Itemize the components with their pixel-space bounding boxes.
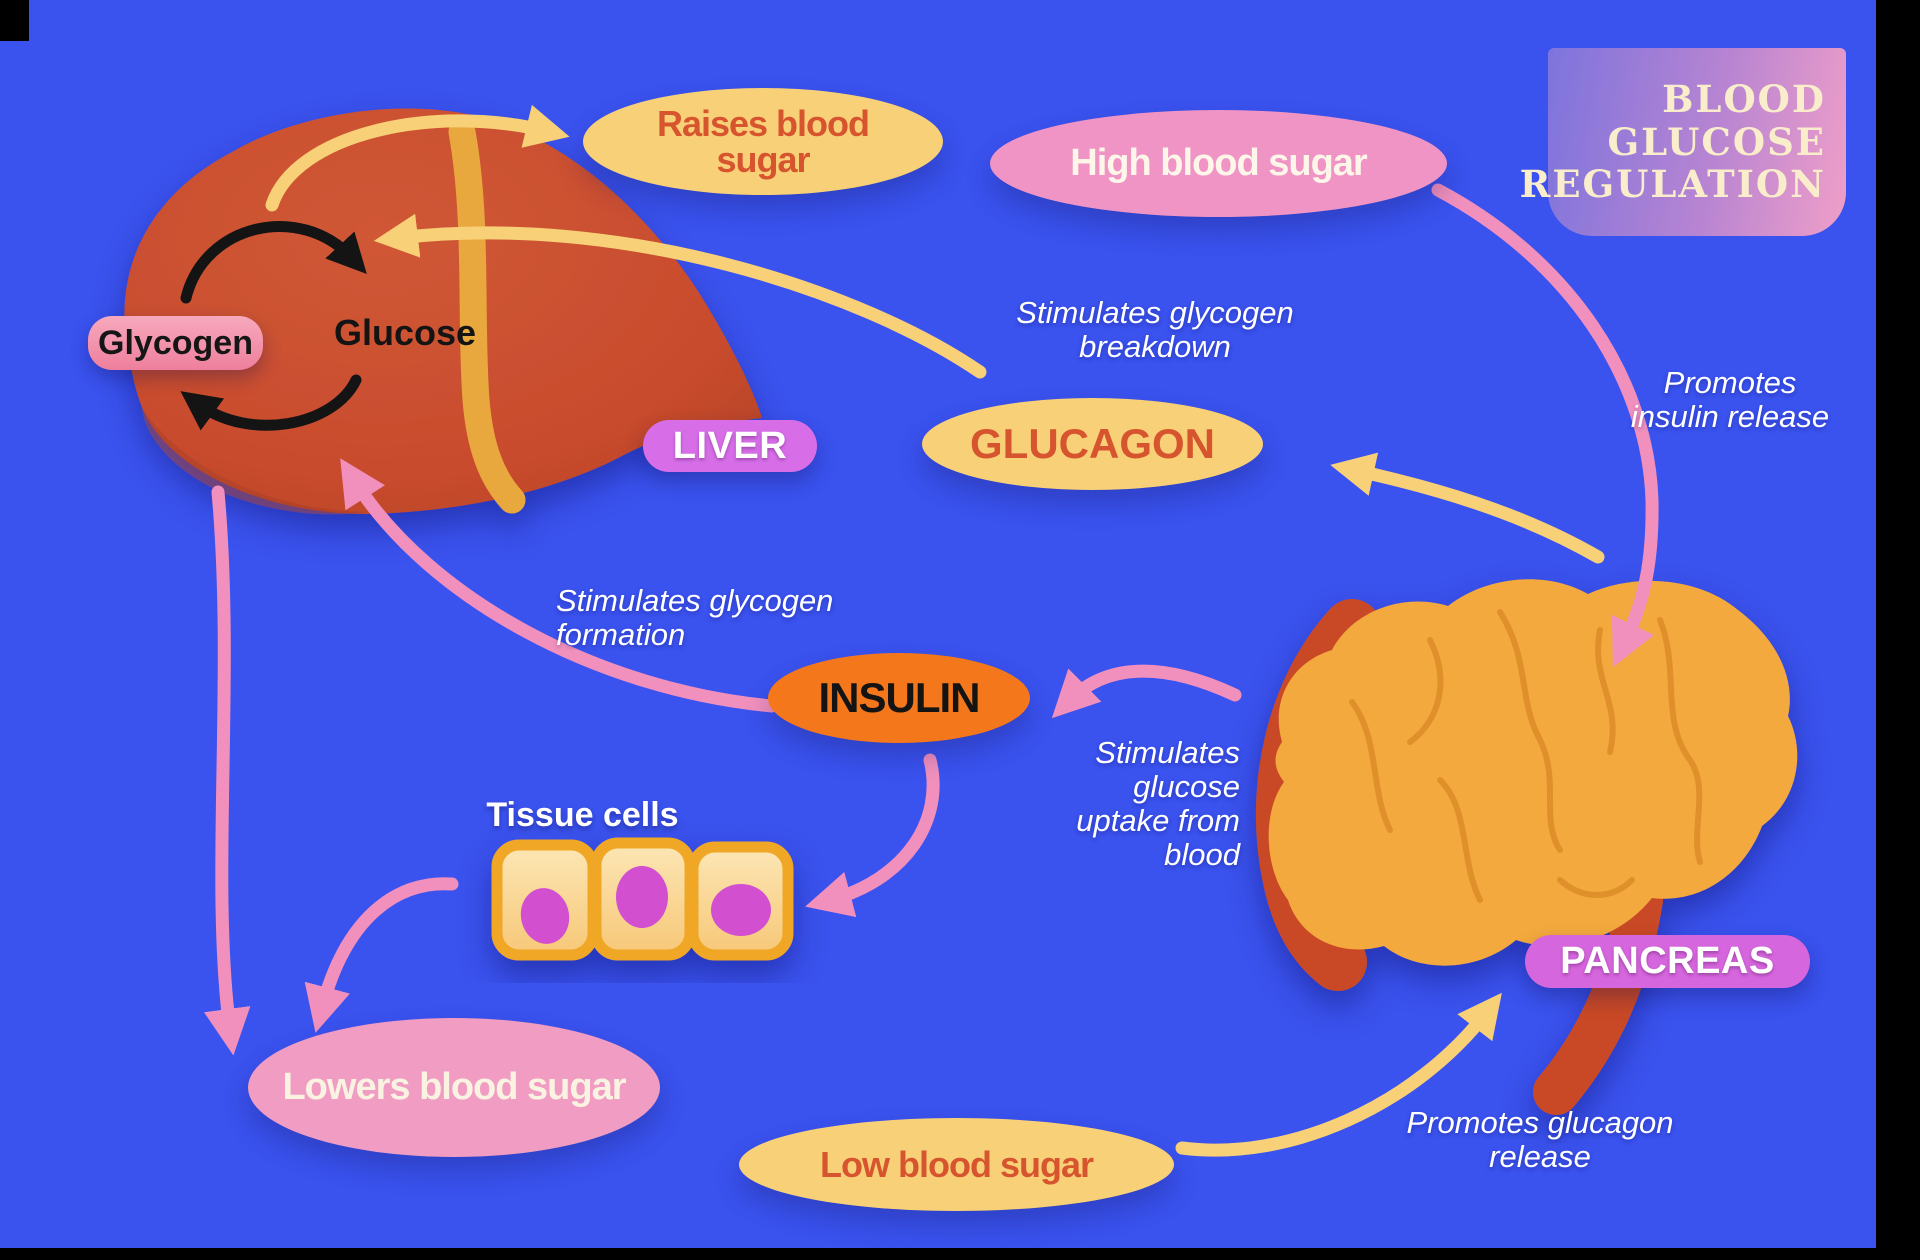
caption-promotes-insulin-release: Promotes insulin release — [1630, 365, 1830, 435]
glucagon-node: GLUCAGON — [922, 398, 1263, 490]
liver-tag: LIVER — [643, 420, 817, 472]
title-line: BLOOD — [1662, 76, 1826, 121]
lowers-blood-sugar-label: Lowers blood sugar — [282, 1065, 626, 1108]
tissue-cells-tag: Tissue cells — [486, 796, 679, 834]
tissue-cells-illustration — [491, 837, 794, 961]
cell-nucleus — [711, 884, 771, 936]
arrow-insulin-to-tissue-cells — [805, 753, 940, 918]
caption-stimulates-glucose-uptake: Stimulates glucose uptake from blood — [1076, 735, 1240, 873]
high-blood-sugar-label: High blood sugar — [1070, 141, 1367, 184]
cell-nucleus — [520, 888, 570, 944]
insulin-label: INSULIN — [818, 674, 981, 722]
raises-blood-sugar-label: Raises blood sugar — [656, 103, 870, 180]
insulin-node: INSULIN — [768, 653, 1030, 743]
arrow-pancreas-to-insulin — [1051, 664, 1242, 719]
cell-nucleus — [616, 866, 668, 928]
caption-stimulates-glycogen-formation: Stimulates glycogen formation — [556, 583, 834, 653]
caption-stimulates-glycogen-breakdown: Stimulates glycogen breakdown — [1016, 295, 1294, 365]
title-card: BLOOD GLUCOSE REGULATION — [1520, 48, 1846, 236]
arrow-glucagon-to-liver — [373, 213, 987, 379]
diagram-scene — [124, 104, 1798, 1157]
diagram-canvas: BLOOD GLUCOSE REGULATION Raises blood su… — [0, 0, 1876, 1248]
glucose-tag: Glucose — [333, 312, 477, 353]
screen-corner-artifact — [0, 0, 29, 41]
pancreas-texture-lines — [1349, 609, 1703, 903]
blood-vessel-right — [1533, 877, 1663, 1115]
glucagon-label: GLUCAGON — [970, 420, 1215, 468]
high-blood-sugar-node: High blood sugar — [990, 110, 1447, 217]
caption-promotes-glucagon-release: Promotes glucagon release — [1406, 1105, 1674, 1175]
arrow-glucose-to-glycogen — [180, 374, 362, 431]
arrow-liver-to-lowers-blood-sugar — [204, 485, 251, 1056]
arrow-glycogen-to-glucose — [180, 221, 367, 304]
pancreas-illustration — [1255, 579, 1798, 1115]
title-line: REGULATION — [1519, 162, 1826, 207]
arrow-tissue-cells-to-lowers-blood-sugar — [304, 877, 459, 1033]
glycogen-tag: Glycogen — [88, 316, 263, 370]
liver-illustration — [124, 108, 762, 515]
title-line: GLUCOSE — [1607, 119, 1826, 164]
low-blood-sugar-label: Low blood sugar — [820, 1143, 1094, 1185]
pancreas-body — [1268, 579, 1798, 966]
arrow-insulin-to-liver — [340, 458, 779, 713]
liver-tag-label: LIVER — [672, 424, 788, 467]
low-blood-sugar-node: Low blood sugar — [739, 1118, 1174, 1211]
pancreas-tag-label: PANCREAS — [1560, 940, 1775, 982]
arrow-low-blood-sugar-to-pancreas — [1175, 992, 1502, 1157]
arrow-liver-to-raises-blood-sugar — [265, 104, 570, 212]
glycogen-tag-label: Glycogen — [98, 323, 253, 362]
lowers-blood-sugar-node: Lowers blood sugar — [248, 1018, 660, 1157]
raises-blood-sugar-node: Raises blood sugar — [583, 88, 943, 195]
liver-ligament-band — [448, 118, 526, 514]
arrow-pancreas-to-glucagon — [1330, 452, 1605, 564]
pancreas-tag: PANCREAS — [1525, 935, 1810, 988]
arrow-high-blood-sugar-to-pancreas — [1431, 183, 1659, 668]
